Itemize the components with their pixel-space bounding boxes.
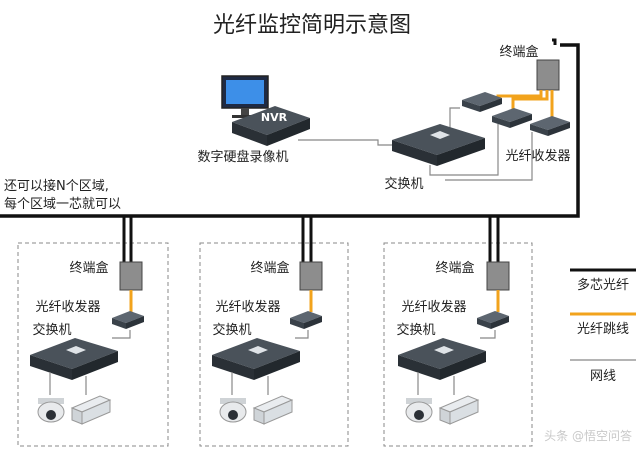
legend-fiber-label: 多芯光纤 (577, 277, 629, 293)
zone-3: 终端盒 光纤收发器 交换机 (383, 216, 533, 447)
top-switch (392, 124, 485, 166)
zone-2-boundary (199, 242, 349, 447)
zone-2-switch (212, 338, 300, 380)
zone-3-transceiver-label: 光纤收发器 (401, 299, 466, 315)
zone-1-switch (30, 338, 118, 380)
zone-1-dome-camera (37, 398, 65, 423)
monitor-icon (221, 75, 269, 118)
nvr-device (232, 106, 310, 146)
zone-1-bullet-camera (70, 395, 112, 425)
zone-3-network (480, 330, 496, 339)
zone-2-network (295, 330, 309, 339)
zone-1-cam-cables (49, 372, 87, 395)
zone-3-switch (398, 338, 486, 380)
zone-3-boundary (383, 242, 533, 447)
top-transceiver-label: 光纤收发器 (505, 148, 570, 164)
zone-3-transceiver (477, 311, 509, 329)
zone-1-transceiver (112, 311, 144, 329)
zone-3-terminal-box (486, 261, 510, 291)
top-transceiver-2 (492, 108, 532, 128)
zone-3-dome-camera (405, 398, 433, 423)
zone-1-drop-fiber (122, 216, 133, 262)
zone-2: 终端盒 光纤收发器 交换机 (199, 216, 349, 447)
zone-2-transceiver (290, 311, 322, 329)
fiber-backbone-2 (552, 38, 557, 45)
legend-network-label: 网线 (590, 369, 616, 384)
top-terminal-box-label: 终端盒 (499, 44, 538, 60)
note-line-2: 每个区域一芯就可以 (4, 196, 121, 212)
note-line-1: 还可以接N个区域, (4, 178, 109, 194)
top-transceiver-1 (462, 92, 502, 112)
zone-1-terminal-box (119, 261, 143, 291)
zone-1-switch-label: 交换机 (32, 322, 71, 338)
top-switch-label: 交换机 (384, 176, 423, 192)
zone-2-dome-camera (219, 398, 247, 423)
zone-2-switch-label: 交换机 (212, 322, 251, 338)
watermark: 头条 @悟空问答 (544, 428, 632, 443)
top-network-cables (298, 107, 533, 181)
zone-3-switch-label: 交换机 (396, 322, 435, 338)
zone-2-cam-cables (231, 372, 269, 395)
zone-1-network (112, 330, 131, 339)
nvr-label: 数字硬盘录像机 (197, 149, 288, 165)
zone-1: 终端盒 光纤收发器 交换机 (17, 216, 169, 447)
zone-2-drop-fiber (301, 216, 313, 262)
zone-3-cam-cables (417, 372, 455, 395)
zone-1-terminal-label: 终端盒 (69, 260, 108, 276)
legend-jumper-label: 光纤跳线 (577, 322, 629, 337)
legend: 多芯光纤 光纤跳线 网线 (570, 268, 636, 384)
zone-2-transceiver-label: 光纤收发器 (215, 299, 280, 315)
zone-1-boundary (17, 242, 169, 447)
zone-3-terminal-label: 终端盒 (435, 260, 474, 276)
diagram-title: 光纤监控简明示意图 (213, 13, 411, 38)
zone-1-transceiver-label: 光纤收发器 (35, 299, 100, 315)
zone-2-terminal-label: 终端盒 (250, 260, 289, 276)
zone-3-bullet-camera (438, 395, 480, 425)
nvr-badge: NVR (261, 111, 288, 124)
zone-2-terminal-box (299, 261, 323, 291)
top-transceiver-3 (530, 116, 570, 136)
zone-3-drop-fiber (488, 216, 500, 262)
zone-2-bullet-camera (252, 395, 294, 425)
top-terminal-box (536, 59, 560, 91)
fiber-backbone (0, 43, 580, 218)
